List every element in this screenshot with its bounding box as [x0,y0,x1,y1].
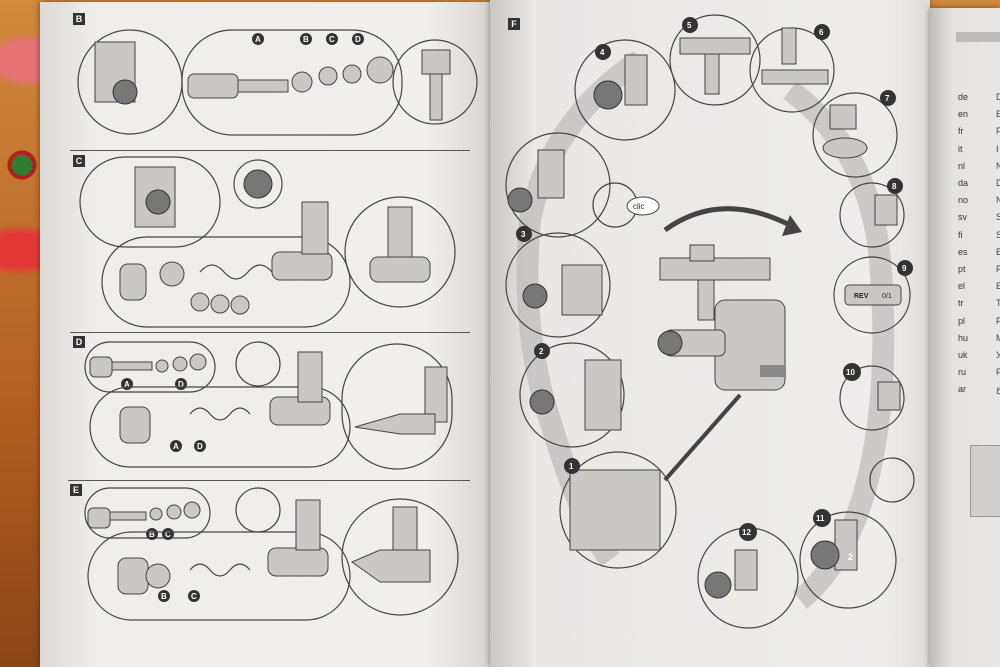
svg-text:D: D [355,35,361,44]
language-name-initial: D [996,178,1000,188]
language-name-initial: N [996,160,1000,171]
language-code: de [958,92,969,102]
language-name-initial: P [996,264,1000,274]
thumbnail-figure [970,445,1000,517]
language-code: ar [958,384,967,395]
section-e-illustration: B C B C [84,487,459,621]
section-d-illustration: A D A D [84,341,453,470]
svg-text:C: C [329,35,335,44]
svg-text:B: B [149,530,155,539]
svg-text:C: C [191,592,197,601]
language-code: no [958,195,969,206]
section-label-e: E [70,484,82,496]
language-code: es [958,246,968,257]
language-code: el [958,281,966,292]
assembly-illustrations-left: A B C D [77,29,478,621]
svg-text:2: 2 [539,347,544,356]
language-name-initial: N [996,195,1000,206]
svg-text:11: 11 [816,514,825,523]
section-divider [70,332,470,333]
svg-text:10: 10 [846,368,855,377]
section-label-f: F [508,18,520,30]
language-code: sv [958,212,967,223]
language-code: da [958,178,969,188]
language-code: uk [958,350,968,360]
svg-text:C: C [165,530,171,539]
language-name-initial: P [996,315,1000,326]
section-c-illustration [79,156,456,328]
section-label-d: D [73,336,85,348]
language-name-initial: S [996,229,1000,240]
language-name-initial: У [996,350,1000,360]
svg-text:D: D [197,442,203,451]
language-code: ru [958,367,967,378]
language-code: pl [958,315,966,326]
manual-right-page: F [490,0,930,667]
section-b-illustration: A B C D [77,29,478,136]
svg-text:1: 1 [569,462,574,471]
language-name-initial: D [996,92,1000,102]
language-name-initial: E [996,246,1000,257]
part-letter: A [255,35,261,44]
svg-text:12: 12 [742,528,751,537]
manual-left-page: B C D E A B C D [40,2,498,667]
svg-text:7: 7 [885,94,890,103]
language-code: fr [958,126,964,137]
svg-text:2: 2 [848,552,853,562]
section-label-b: B [73,13,85,25]
language-name-initial: Р [996,367,1000,378]
language-code: nl [958,160,966,171]
language-code: pt [958,264,966,274]
svg-text:8: 8 [892,182,897,191]
step-badges: 1 2 3 4 5 6 7 8 9 10 11 12 [516,17,913,541]
language-code: tr [958,298,964,309]
language-name-initial: M [996,332,1000,343]
language-name-initial: T [996,298,1000,309]
svg-text:9: 9 [902,264,907,273]
assembly-steps-illustration: clic 1 2 3 4 5 6 7 8 9 10 11 12 REV 0/1 … [505,14,915,629]
svg-text:D: D [178,380,184,389]
language-name-initial: E [996,109,1000,120]
svg-text:REV: REV [854,293,869,300]
svg-text:B: B [303,35,309,44]
svg-text:6: 6 [819,28,824,37]
language-name-initial: I [996,143,999,154]
section-label-c: C [73,155,85,167]
svg-text:0/1: 0/1 [882,293,892,300]
click-callout-text: clic [633,202,645,211]
language-code: en [958,109,969,120]
section-divider [68,480,470,481]
svg-text:5: 5 [687,21,692,30]
section-divider [70,150,470,151]
page-header-bar [956,32,1000,42]
svg-text:A: A [124,380,130,389]
language-code: it [958,143,963,154]
language-name-initial: S [996,212,1000,223]
language-code: hu [958,332,969,343]
svg-text:A: A [173,442,179,451]
language-name-initial: Ε [996,281,1000,292]
svg-text:B: B [161,592,167,601]
svg-text:4: 4 [600,48,605,57]
language-name-initial: F [996,126,1000,137]
svg-text:3: 3 [521,230,526,239]
language-name-initial: ع [996,384,1000,395]
language-code: fi [958,229,963,240]
